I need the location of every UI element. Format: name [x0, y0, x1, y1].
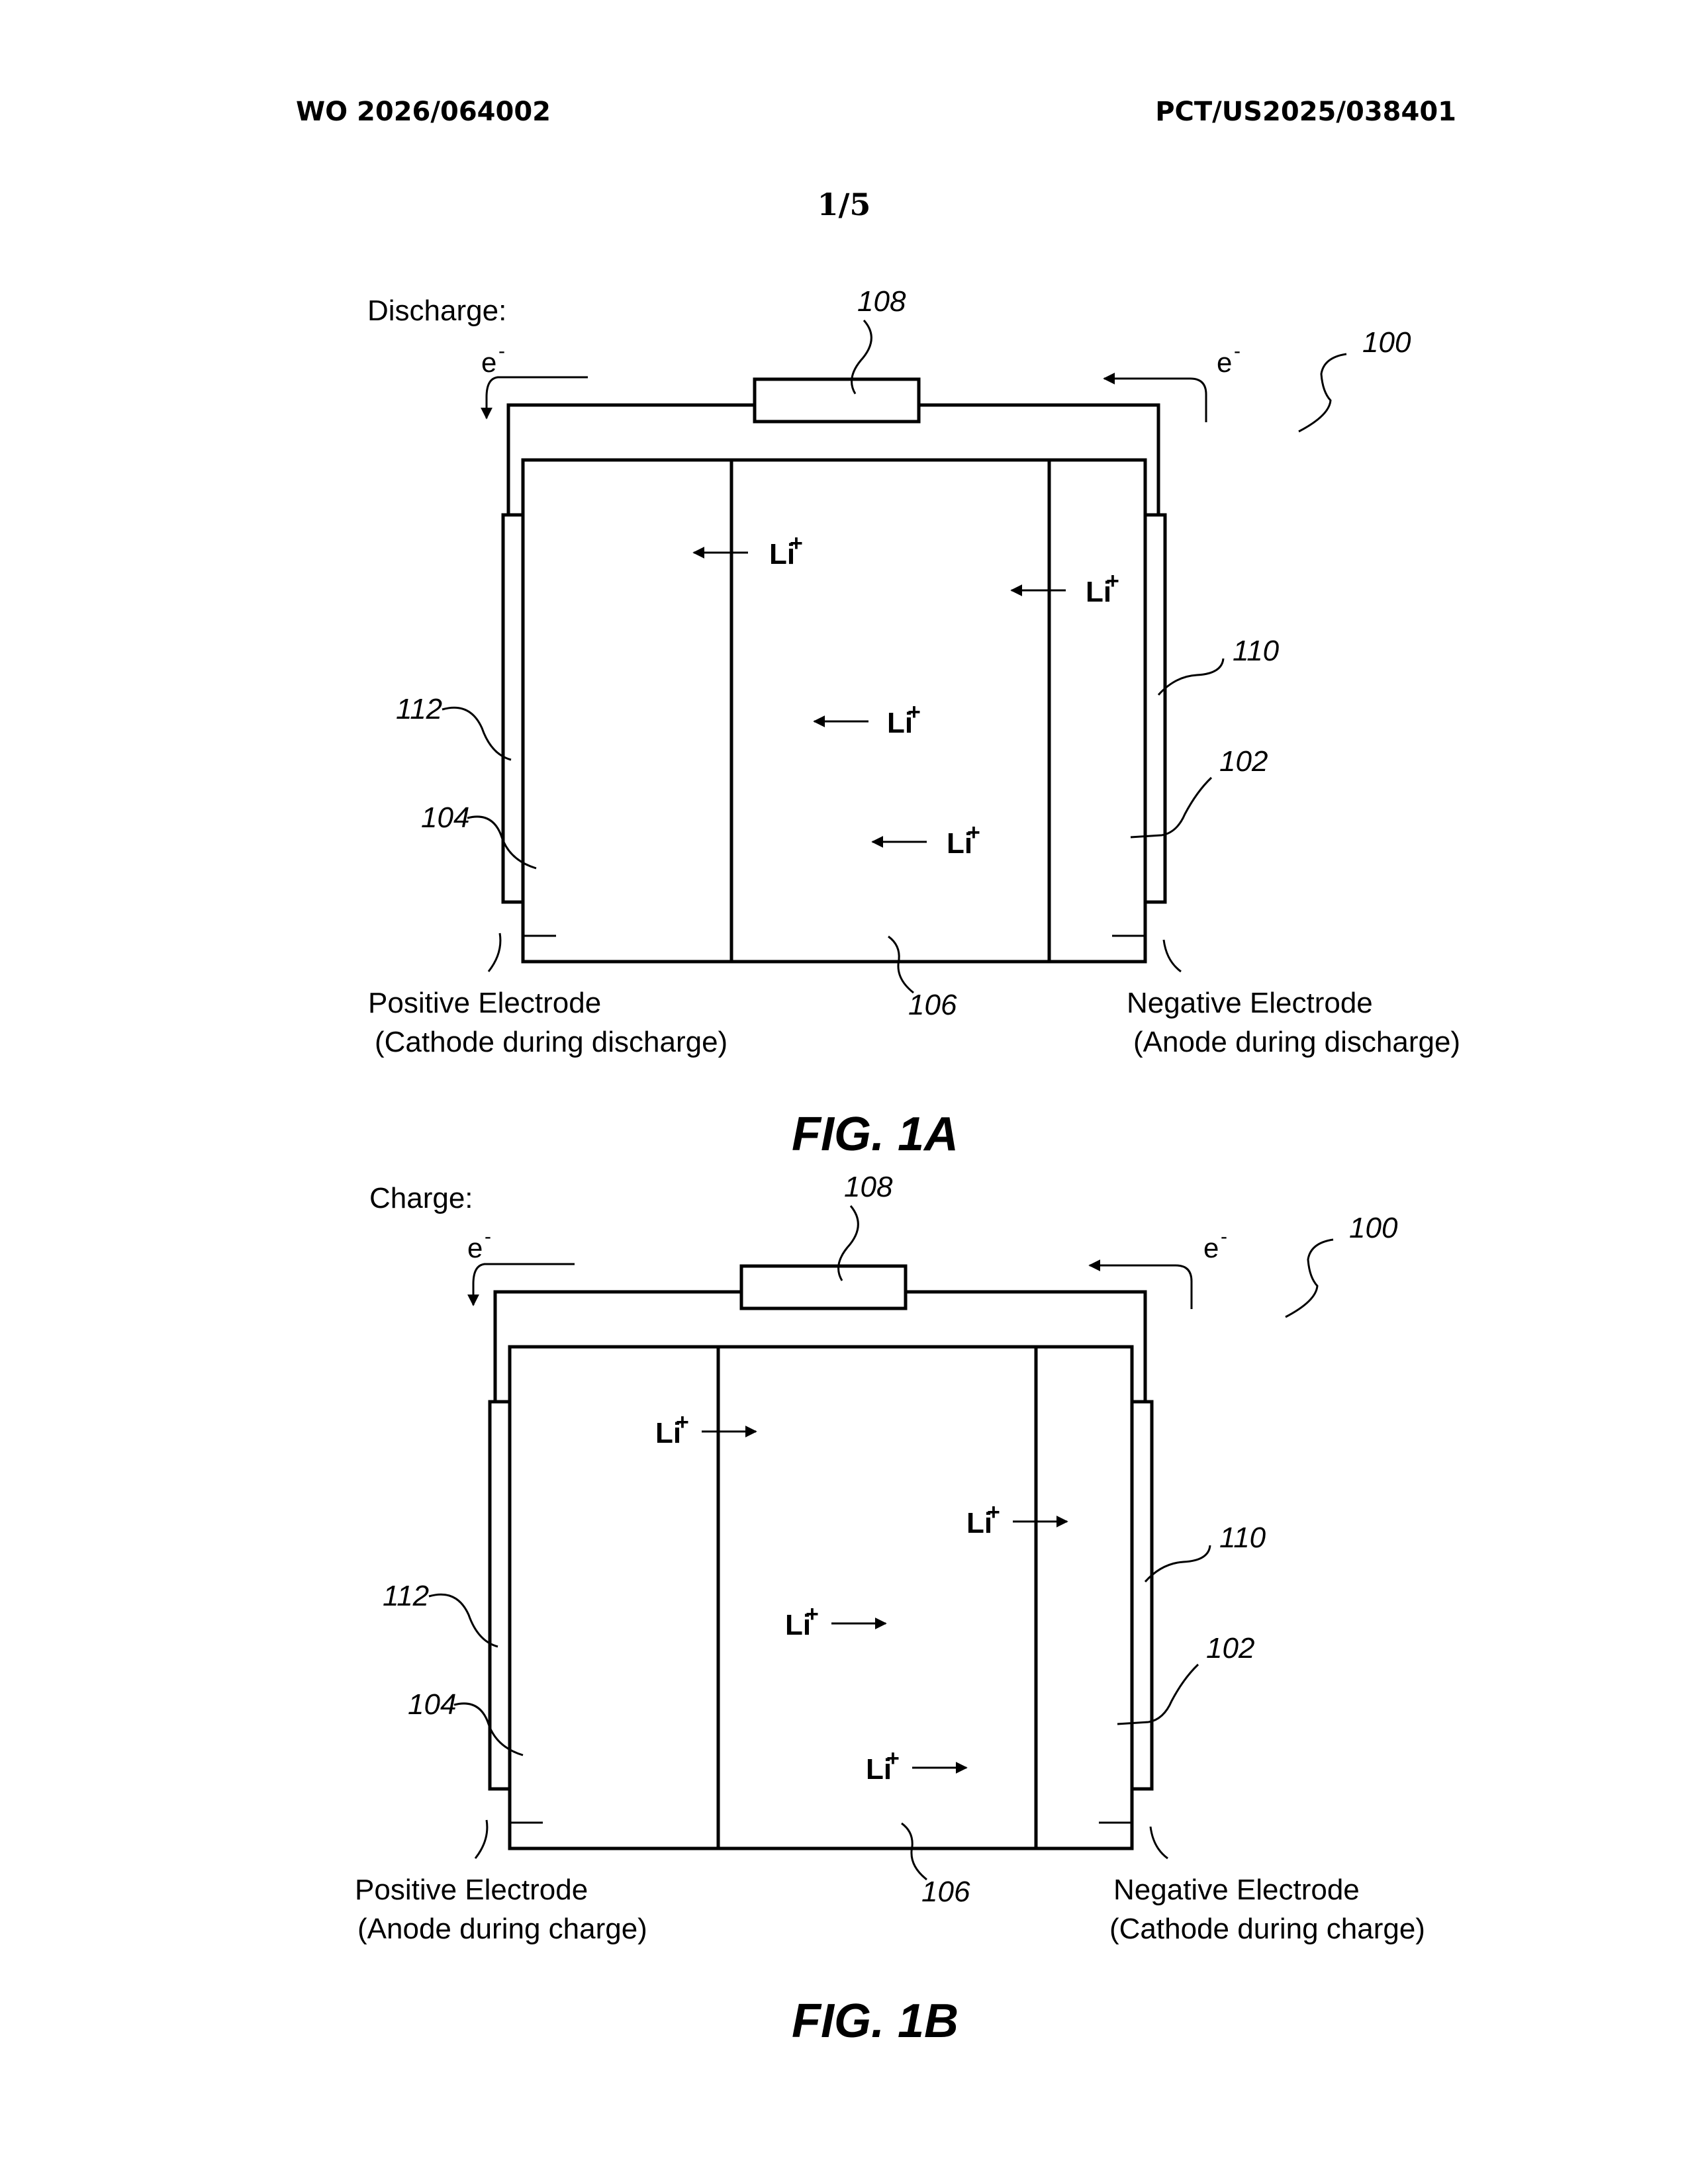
electron-charge: - — [498, 340, 505, 362]
ion-migration: Li + Li + Li + Li + — [694, 531, 1119, 860]
ion-charge: + — [987, 1500, 1000, 1525]
ref-current-collector-positive: 112 — [396, 693, 442, 725]
electron-symbol: e — [467, 1232, 483, 1263]
load-resistor — [741, 1266, 906, 1308]
positive-electrode-title: Positive Electrode — [355, 1874, 588, 1906]
electron-flow-right: e - — [1090, 1226, 1227, 1309]
load-resistor — [755, 379, 919, 422]
ion-charge: + — [886, 1746, 900, 1771]
figure-1b: Charge: e - e - 100 108 Li + Li + — [355, 1171, 1425, 2048]
arrow-icon — [487, 377, 588, 418]
leader-line — [1286, 1240, 1333, 1317]
arrow-icon — [1104, 379, 1206, 422]
cell-body — [523, 460, 1145, 962]
leader-line — [888, 936, 914, 993]
ion-charge: + — [676, 1410, 689, 1435]
ion-charge: + — [967, 820, 980, 845]
mode-label: Discharge: — [367, 295, 506, 327]
leader-line — [442, 707, 511, 760]
electron-symbol: e — [1217, 347, 1232, 378]
electron-symbol: e — [481, 347, 496, 378]
ref-separator: 106 — [921, 1876, 970, 1908]
ref-negative-electrode: 102 — [1219, 745, 1268, 778]
leader-line — [1131, 778, 1211, 837]
negative-electrode-role: (Anode during discharge) — [1133, 1026, 1460, 1058]
external-circuit — [508, 405, 1158, 460]
arrow-icon — [473, 1264, 575, 1305]
ref-positive-electrode: 104 — [421, 801, 469, 834]
ion-charge: + — [790, 531, 803, 556]
positive-electrode-role: (Anode during charge) — [357, 1913, 647, 1945]
current-collector-positive — [490, 1402, 510, 1789]
positive-electrode-title: Positive Electrode — [368, 987, 601, 1019]
ref-separator: 106 — [908, 989, 957, 1021]
negative-electrode-title: Negative Electrode — [1113, 1874, 1360, 1906]
electron-charge: - — [1234, 340, 1241, 362]
ref-negative-electrode: 102 — [1206, 1632, 1254, 1664]
electron-flow-right: e - — [1104, 340, 1241, 422]
figure-caption: FIG. 1A — [792, 1108, 959, 1161]
negative-electrode-role: (Cathode during charge) — [1109, 1913, 1425, 1945]
ion-charge: + — [1106, 569, 1119, 594]
ref-current-collector-negative: 110 — [1233, 635, 1280, 667]
leader-line — [852, 320, 872, 394]
arrow-icon — [1090, 1265, 1192, 1309]
electron-charge: - — [1221, 1226, 1227, 1248]
current-collector-positive — [503, 515, 523, 902]
leader-line — [1158, 659, 1223, 695]
leader-line — [429, 1594, 498, 1647]
electron-charge: - — [485, 1226, 491, 1248]
ion-charge: + — [908, 700, 921, 725]
external-circuit — [495, 1292, 1145, 1347]
figure-1a: Discharge: e - e - 100 108 — [367, 285, 1460, 1161]
leader-line — [902, 1823, 927, 1880]
leader-line — [1145, 1545, 1210, 1582]
ref-current-collector-positive: 112 — [383, 1580, 429, 1612]
negative-electrode-title: Negative Electrode — [1127, 987, 1373, 1019]
ref-load: 108 — [857, 285, 906, 318]
figure-caption: FIG. 1B — [792, 1995, 959, 2048]
ref-positive-electrode: 104 — [408, 1688, 456, 1721]
ion-charge: + — [806, 1602, 819, 1627]
cell-body — [510, 1347, 1132, 1848]
electron-symbol: e — [1203, 1232, 1219, 1263]
ref-load: 108 — [844, 1171, 893, 1203]
ref-cell: 100 — [1362, 326, 1411, 359]
mode-label: Charge: — [369, 1182, 473, 1214]
positive-electrode-role: (Cathode during discharge) — [375, 1026, 727, 1058]
leader-line — [1117, 1664, 1198, 1724]
current-collector-negative — [1132, 1402, 1152, 1789]
ref-current-collector-negative: 110 — [1219, 1522, 1266, 1554]
leader-line — [1299, 354, 1346, 432]
current-collector-negative — [1145, 515, 1165, 902]
leader-line — [839, 1206, 859, 1281]
ref-cell: 100 — [1349, 1212, 1398, 1244]
